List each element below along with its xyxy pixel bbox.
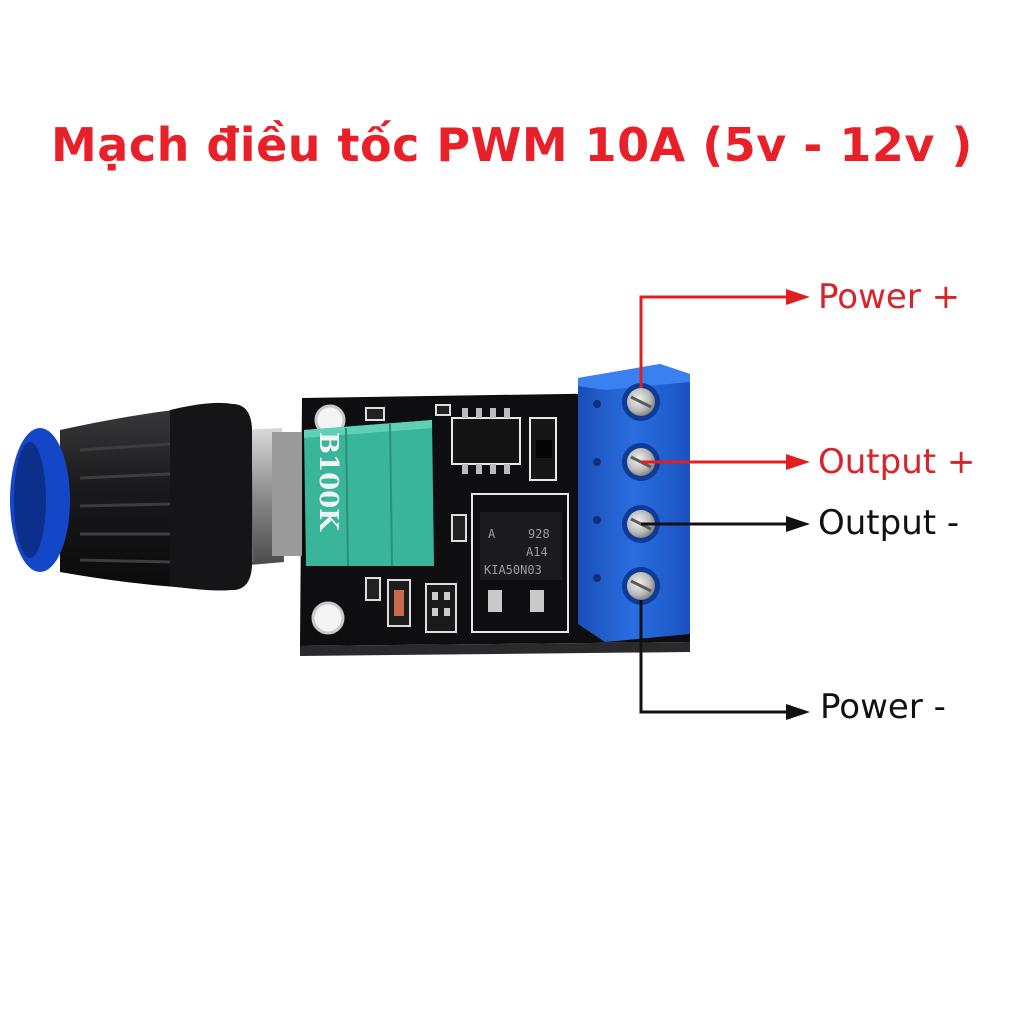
- arrow-power-minus: [639, 600, 810, 720]
- smd-part: [365, 407, 385, 421]
- terminal-screw-power-plus: [622, 383, 660, 421]
- mosfet-outline: [471, 493, 569, 633]
- knob: [10, 402, 252, 591]
- arrow-output-plus: [641, 454, 810, 470]
- chip-marking-a: A: [488, 527, 496, 541]
- label-power-minus: Power -: [820, 687, 946, 727]
- smd-part: [435, 404, 451, 416]
- chip-marking-a14: A14: [526, 545, 548, 559]
- terminal-block: [578, 364, 690, 642]
- ic-chip: [451, 417, 521, 465]
- chip-marking-928: 928: [528, 527, 550, 541]
- potentiometer-body: [304, 420, 434, 566]
- smd-part: [365, 577, 381, 601]
- mosfet-body: [480, 512, 562, 580]
- label-output-minus: Output -: [818, 503, 960, 543]
- potentiometer-marking: B100K: [313, 432, 343, 532]
- page-title: Mạch điều tốc PWM 10A (5v - 12v ): [51, 118, 973, 172]
- chip-marking-part: KIA50N03: [484, 563, 542, 577]
- arrow-power-plus: [639, 289, 810, 388]
- arrow-output-minus: [641, 516, 810, 532]
- smd-part: [451, 514, 467, 542]
- smd-array: [425, 583, 457, 633]
- terminal-screw-power-minus: [622, 567, 660, 605]
- label-power-plus: Power +: [818, 277, 961, 317]
- label-output-plus: Output +: [818, 442, 976, 482]
- mounting-hole-bottom: [311, 601, 345, 635]
